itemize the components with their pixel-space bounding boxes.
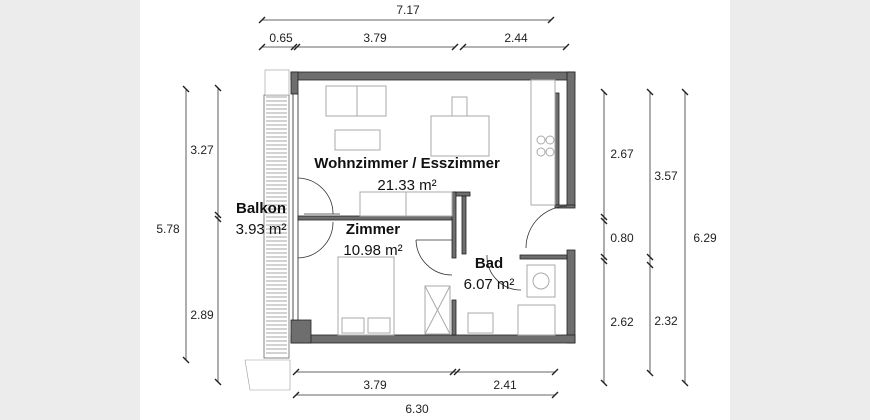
dim-left-total: 5.78 [156, 222, 180, 236]
dim-right-total: 6.29 [693, 231, 717, 245]
doors [297, 177, 568, 291]
dim-top-2: 3.79 [363, 31, 387, 45]
dim-right-b2: 2.32 [654, 314, 678, 328]
dim-right-a1: 2.67 [610, 147, 634, 161]
dim-bottom-2: 2.41 [493, 378, 517, 392]
room-name-balkon: Balkon [236, 200, 286, 217]
room-name-zimmer: Zimmer [346, 221, 400, 238]
dim-top-3: 2.44 [504, 31, 528, 45]
balcony-hatch [266, 96, 287, 354]
dim-right-b1: 3.57 [654, 169, 678, 183]
room-area-zimmer: 10.98 m² [343, 242, 402, 259]
room-area-wohnzimmer: 21.33 m² [377, 177, 436, 194]
dim-left-1: 3.27 [190, 143, 214, 157]
dim-bottom-1: 3.79 [363, 378, 387, 392]
furniture [325, 79, 556, 336]
room-area-balkon: 3.93 m² [236, 221, 287, 238]
dim-top-total: 7.17 [396, 3, 420, 17]
dim-left-2: 2.89 [190, 308, 214, 322]
room-name-bad: Bad [475, 255, 503, 272]
room-area-bad: 6.07 m² [464, 276, 515, 293]
room-name-wohnzimmer: Wohnzimmer / Esszimmer [314, 155, 500, 172]
dim-right-a2: 0.80 [610, 231, 634, 245]
walls [290, 71, 576, 344]
dim-bottom-total: 6.30 [405, 402, 429, 416]
dimension-lines [182, 16, 689, 399]
plan-canvas [140, 0, 730, 420]
balcony-railing [244, 69, 291, 391]
dim-right-a3: 2.62 [610, 315, 634, 329]
dim-top-1: 0.65 [269, 31, 293, 45]
